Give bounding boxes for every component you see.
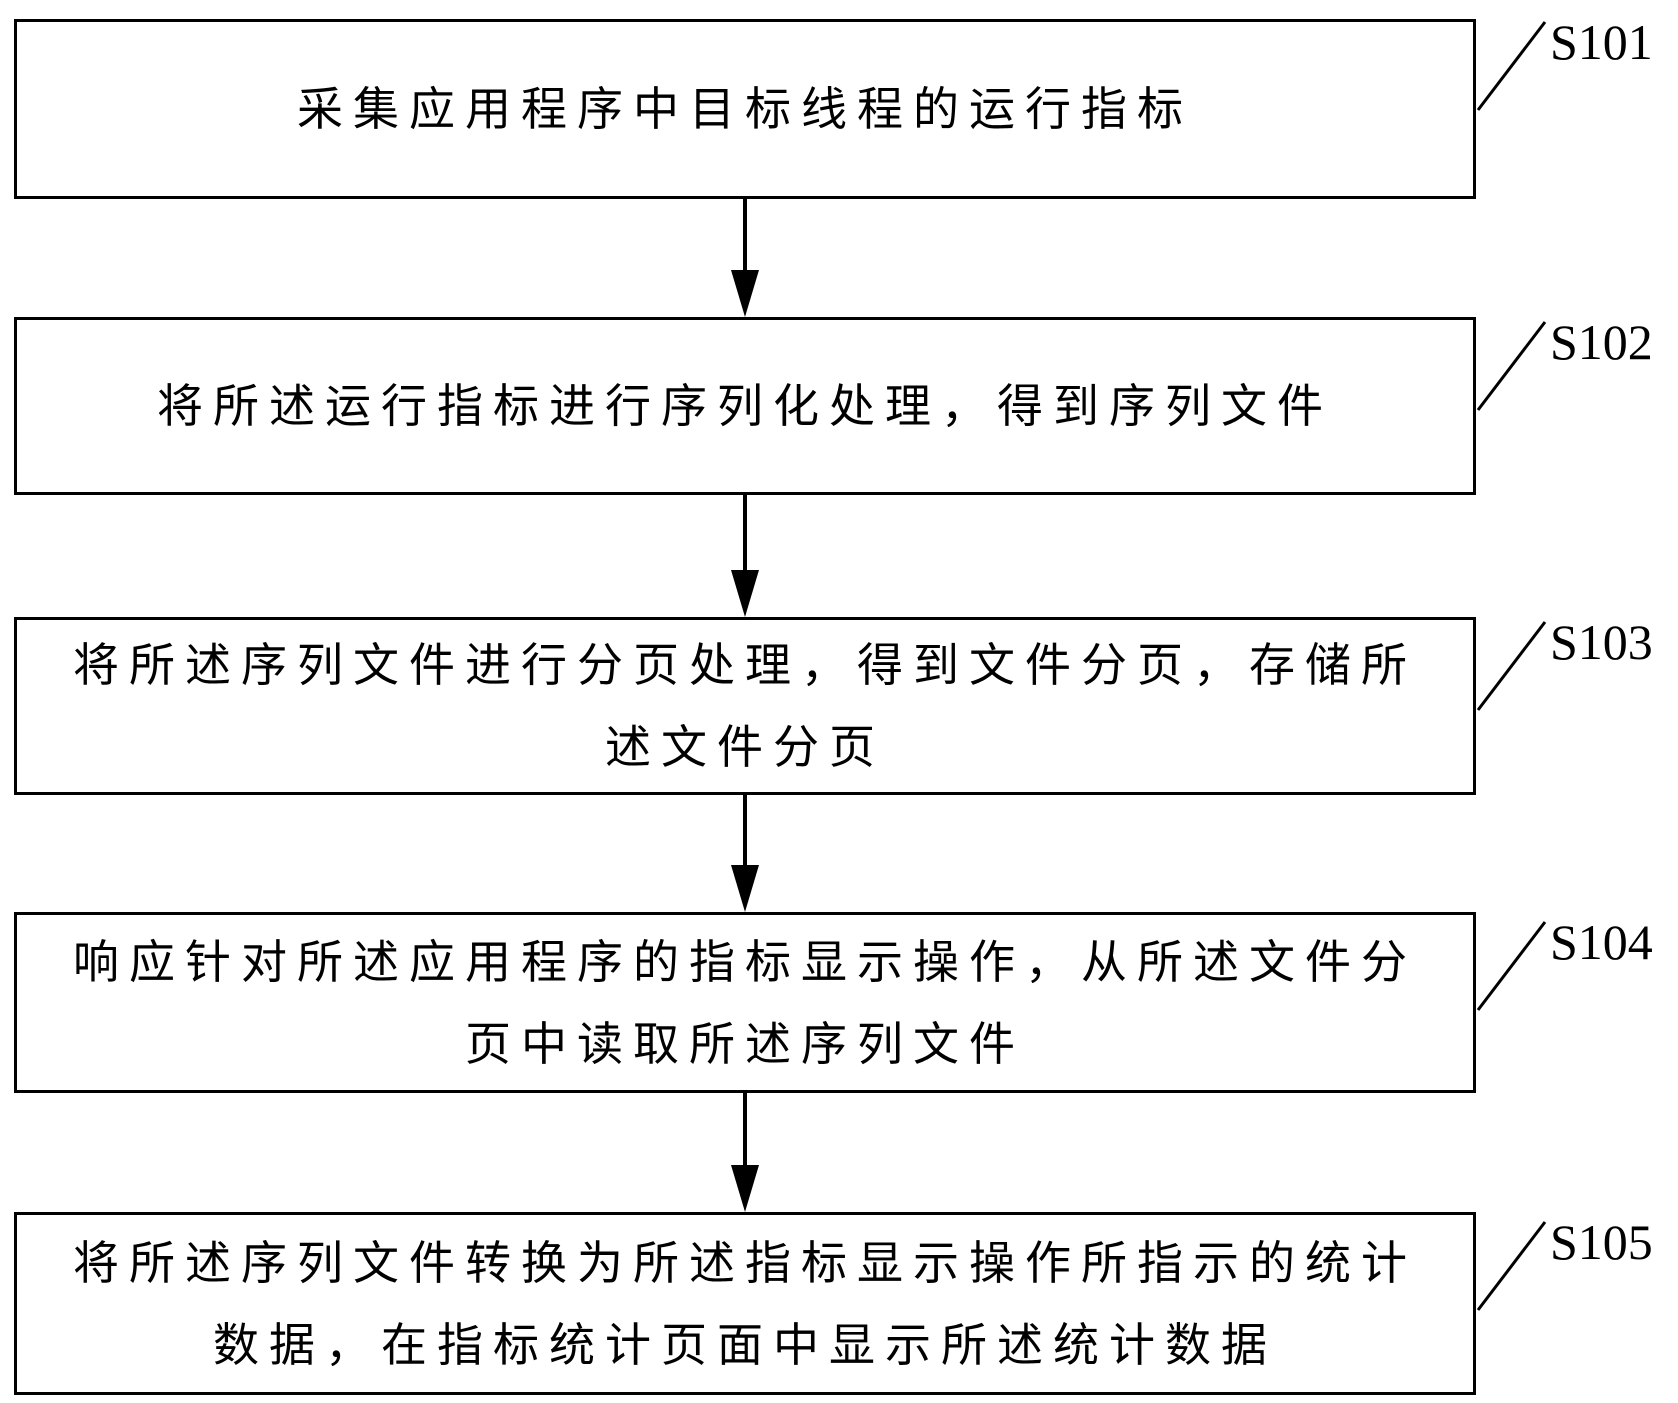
- arrow-s101-s102: [731, 199, 759, 317]
- step-box-s105: 将所述序列文件转换为所述指标显示操作所指示的统计数据，在指标统计页面中显示所述统…: [14, 1212, 1476, 1395]
- leader-line-s102: [1476, 321, 1547, 411]
- arrow-s103-s104: [731, 795, 759, 912]
- step-text-s101: 采集应用程序中目标线程的运行指标: [297, 82, 1193, 136]
- step-box-s103: 将所述序列文件进行分页处理，得到文件分页，存储所述文件分页: [14, 617, 1476, 795]
- step-label-s103: S103: [1550, 614, 1653, 670]
- leader-line-s105: [1476, 1221, 1547, 1311]
- step-text-s104: 响应针对所述应用程序的指标显示操作，从所述文件分页中读取所述序列文件: [73, 934, 1417, 1071]
- step-label-s105: S105: [1550, 1214, 1653, 1270]
- step-text-s102: 将所述运行指标进行序列化处理，得到序列文件: [157, 379, 1333, 433]
- leader-line-s103: [1476, 621, 1547, 711]
- step-box-s102: 将所述运行指标进行序列化处理，得到序列文件: [14, 317, 1476, 495]
- arrow-s104-s105: [731, 1093, 759, 1212]
- step-box-s104: 响应针对所述应用程序的指标显示操作，从所述文件分页中读取所述序列文件: [14, 912, 1476, 1093]
- step-label-s101: S101: [1550, 14, 1653, 70]
- step-label-s102: S102: [1550, 314, 1653, 370]
- leader-line-s101: [1476, 21, 1547, 111]
- leader-line-s104: [1476, 921, 1547, 1011]
- arrow-s102-s103: [731, 495, 759, 617]
- step-text-s105: 将所述序列文件转换为所述指标显示操作所指示的统计数据，在指标统计页面中显示所述统…: [73, 1235, 1417, 1372]
- step-label-s104: S104: [1550, 914, 1653, 970]
- step-text-s103: 将所述序列文件进行分页处理，得到文件分页，存储所述文件分页: [73, 638, 1417, 774]
- step-box-s101: 采集应用程序中目标线程的运行指标: [14, 19, 1476, 199]
